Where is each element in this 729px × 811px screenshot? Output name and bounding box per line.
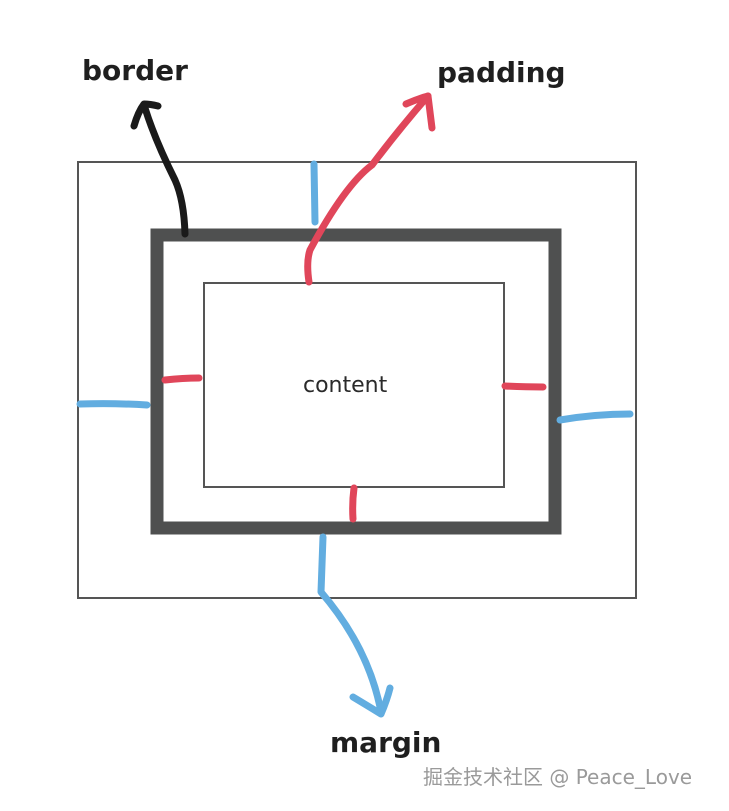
- margin-mark-top: [310, 160, 319, 226]
- padding-label: padding: [437, 56, 566, 89]
- padding-mark-bottom: [349, 484, 358, 523]
- border-label: border: [82, 54, 188, 87]
- margin-arrow: [317, 533, 394, 718]
- watermark: 掘金技术社区 @ Peace_Love: [423, 765, 693, 789]
- padding-arrowhead: [402, 92, 436, 132]
- content-label: content: [303, 373, 388, 398]
- border-box: [150, 228, 562, 535]
- padding-mark-right: [501, 382, 547, 391]
- margin-marks: [76, 160, 634, 424]
- margin-label: margin: [330, 726, 442, 759]
- padding-mark-left: [161, 374, 203, 384]
- margin-arrowhead: [349, 684, 394, 718]
- padding-arrow: [304, 92, 436, 286]
- margin-mark-left: [76, 400, 151, 409]
- border-arrow: [130, 100, 189, 238]
- margin-mark-right: [556, 410, 634, 424]
- padding-marks: [161, 374, 547, 523]
- margin-box: [77, 161, 637, 599]
- border-arrowhead: [130, 100, 162, 130]
